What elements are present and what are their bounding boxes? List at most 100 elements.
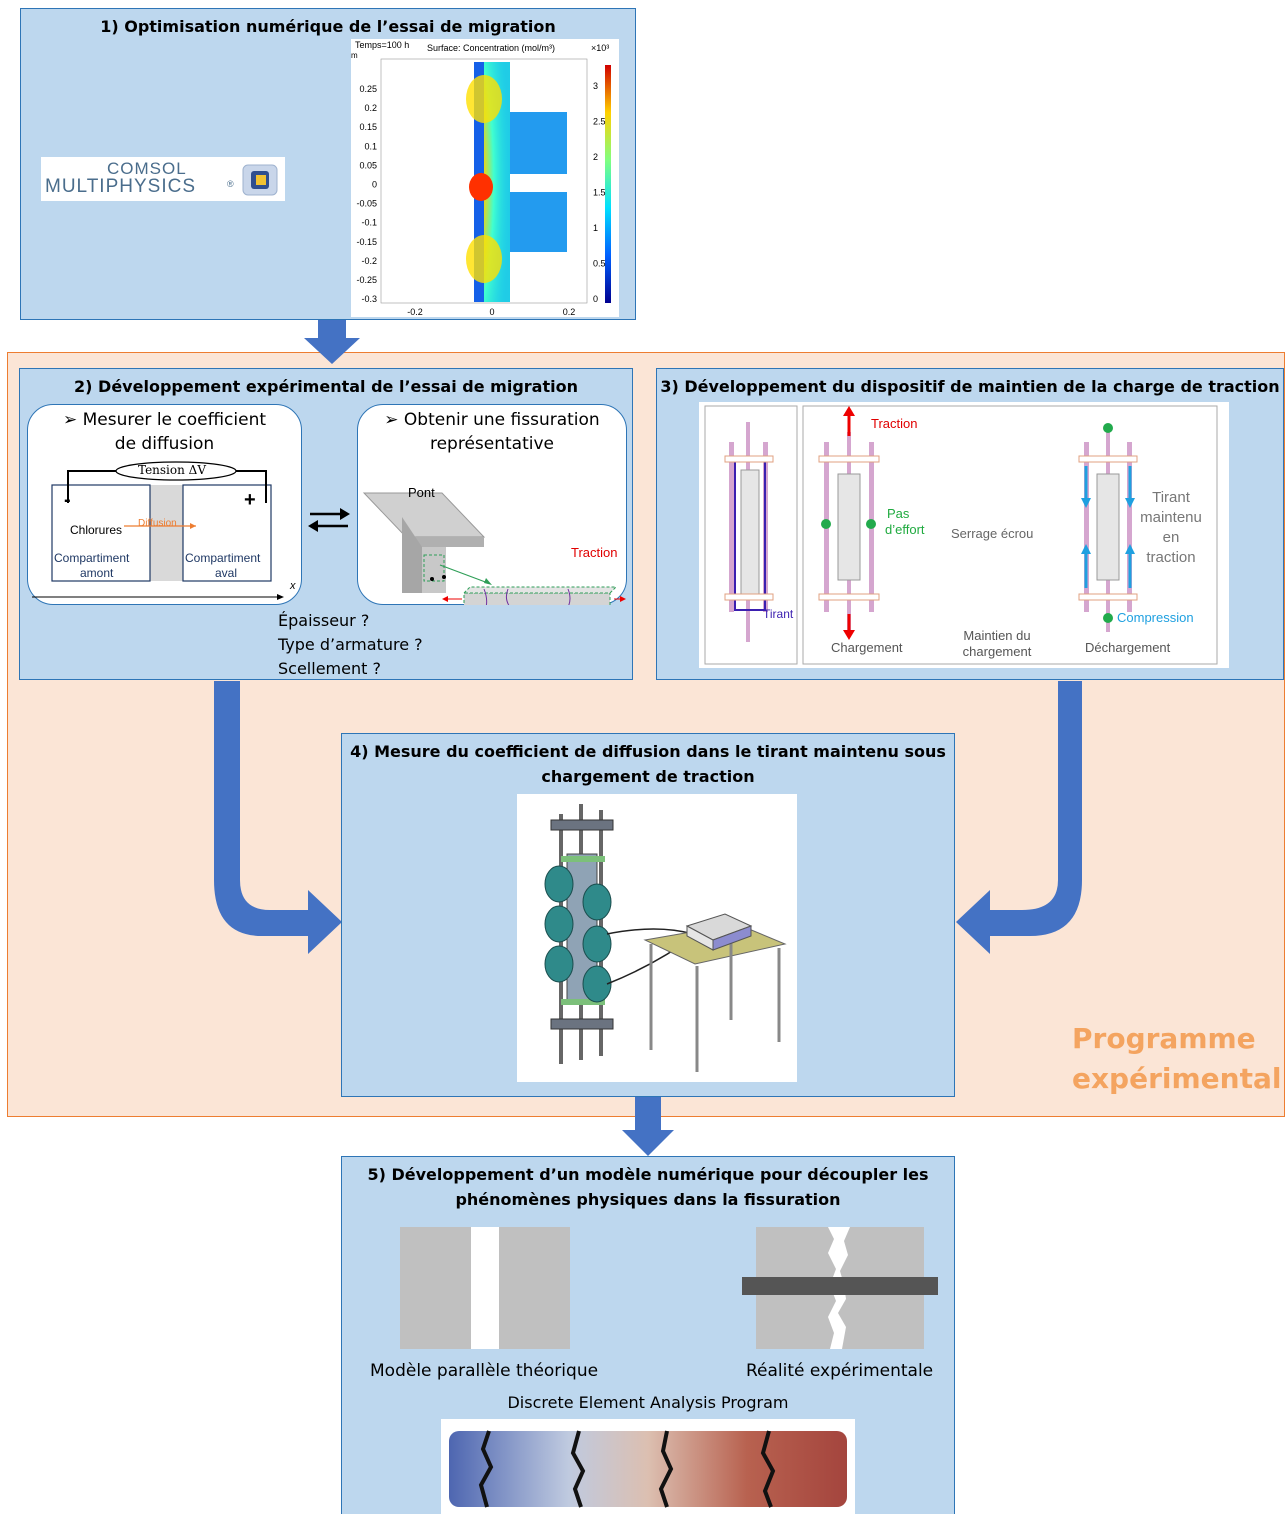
bubble-representative-cracking: ➢ Obtenir une fissuration représentative…: [357, 404, 627, 605]
x-tick-label: 0.2: [563, 307, 576, 317]
arrow-panel1-down: [304, 320, 360, 364]
plot-surface-label: Surface: Concentration (mol/m³): [427, 43, 555, 53]
y-tick-label: -0.05: [356, 199, 377, 209]
tirant-diagram: [724, 422, 774, 642]
colorbar-tick-label: 0: [593, 294, 598, 304]
compartiment-amont-1: Compartiment: [54, 551, 130, 565]
question-reinforcement: Type d’armature ?: [278, 635, 423, 654]
label-dea-program: Discrete Element Analysis Program: [507, 1393, 789, 1412]
bubble-diffusion-measure: ➢ Mesurer le coefficient de diffusion Te…: [27, 404, 302, 605]
exchange-arrows-icon: [308, 508, 350, 532]
colorbar-tick-label: 1.5: [593, 188, 606, 198]
panel-5-title-line-1: 5) Développement d’un modèle numérique p…: [367, 1165, 929, 1184]
panel-4-title-line-1: 4) Mesure du coefficient de diffusion da…: [350, 742, 946, 761]
dechargement-diagram: [1078, 423, 1138, 632]
arrow-panel4-down: [622, 1097, 674, 1156]
y-tick-labels: 0.250.20.150.10.050-0.05-0.1-0.15-0.2-0.…: [356, 84, 377, 304]
chlorures-label: Chlorures: [70, 523, 123, 537]
panel-3-load-holding-device: 3) Développement du dispositif de mainti…: [656, 368, 1284, 680]
pont-label: Pont: [408, 485, 435, 500]
bubble-left-line-1: ➢ Mesurer le coefficient: [62, 410, 267, 430]
axis-x-label: x: [290, 580, 296, 592]
x-tick-label: 0: [489, 307, 494, 317]
y-tick-label: 0.2: [364, 103, 377, 113]
tirant-label: Tirant: [763, 607, 794, 621]
colorbar-tick-label: 1: [593, 223, 598, 233]
tension-label: Tension ΔV: [138, 463, 206, 477]
panel-2-title: 2) Développement expérimental de l’essai…: [74, 377, 578, 396]
bubble-right-line-1: ➢ Obtenir une fissuration: [384, 410, 600, 430]
y-tick-label: 0.05: [359, 160, 377, 170]
colorbar-tick-labels: 3 2.5 2 1.5 1 0.5 0: [593, 81, 606, 304]
chargement-diagram: [818, 406, 880, 640]
y-tick-label: -0.1: [361, 218, 377, 228]
minus-sign: -: [64, 489, 71, 511]
tirant-maintenu-line-1: Tirant: [1152, 489, 1191, 506]
diffusion-label: Diffusion: [138, 518, 177, 529]
loading-schematic: Tirant Traction Pas d’effort Serrage écr…: [699, 402, 1229, 668]
plot-time-label: Temps=100 h: [355, 40, 409, 50]
panel-5-numerical-model: 5) Développement d’un modèle numérique p…: [341, 1156, 955, 1514]
comsol-logo: COMSOL MULTIPHYSICS ®: [41, 157, 285, 201]
y-tick-label: -0.25: [356, 275, 377, 285]
logo-line-1: COMSOL: [107, 159, 187, 178]
arrow-panel2-to-panel4: [214, 681, 342, 954]
compartiment-aval-2: aval: [215, 566, 238, 580]
tirant-maintenu-line-4: traction: [1146, 549, 1195, 566]
tirant-maintenu-line-3: en: [1163, 529, 1180, 546]
question-thickness: Épaisseur ?: [278, 611, 370, 630]
chargement-label: Chargement: [831, 640, 903, 655]
colorbar-tick-label: 3: [593, 81, 598, 91]
comsol-cube-icon: [242, 164, 278, 196]
arrow-panel3-to-panel4: [956, 681, 1082, 954]
y-tick-label: -0.2: [361, 256, 377, 266]
programme-label-line-1: Programme: [1072, 1022, 1256, 1055]
compartiment-aval-1: Compartiment: [185, 551, 261, 565]
y-tick-label: -0.15: [356, 237, 377, 247]
pas-effort-line-1: Pas: [887, 506, 910, 521]
migration-cell-schematic: [32, 461, 284, 600]
bubble-right-line-2: représentative: [429, 434, 555, 454]
compression-label: Compression: [1117, 610, 1194, 625]
panel-1-numerical-optimisation: 1) Optimisation numérique de l’essai de …: [20, 8, 636, 320]
panel-4-title-line-2: chargement de traction: [541, 767, 755, 786]
plot-unit-m: m: [351, 51, 358, 60]
test-rig-illustration: [517, 794, 797, 1082]
y-tick-label: -0.3: [361, 294, 377, 304]
plot-scale-label: ×10³: [591, 43, 609, 53]
colorbar-tick-label: 2.5: [593, 117, 606, 127]
panel-4-diffusion-measure: 4) Mesure du coefficient de diffusion da…: [341, 733, 955, 1097]
panel-2-experimental-development: 2) Développement expérimental de l’essai…: [19, 368, 633, 680]
traction-label-p2: Traction: [571, 545, 618, 560]
label-parallel-model: Modèle parallèle théorique: [370, 1361, 599, 1381]
specimen-field: [466, 62, 567, 302]
compartiment-amont-2: amont: [80, 566, 114, 580]
dea-simulation-image: [441, 1419, 855, 1514]
label-experimental-reality: Réalité expérimentale: [746, 1361, 934, 1381]
dechargement-label: Déchargement: [1085, 640, 1171, 655]
y-tick-label: 0: [372, 180, 377, 190]
plus-sign: +: [244, 489, 256, 511]
traction-label-p3: Traction: [871, 416, 917, 431]
x-tick-labels: -0.2 0 0.2: [407, 307, 575, 317]
colorbar: [605, 65, 611, 303]
logo-line-2: MULTIPHYSICS: [45, 176, 197, 197]
logo-registered: ®: [227, 179, 234, 189]
y-tick-label: 0.15: [359, 122, 377, 132]
plot-axes: [380, 58, 588, 304]
maintien-line-2: chargement: [963, 644, 1032, 659]
bridge-drawing: [362, 492, 626, 605]
programme-label-line-2: expérimental: [1072, 1062, 1282, 1095]
question-sealing: Scellement ?: [278, 659, 381, 678]
experimental-reality-figure: [742, 1227, 938, 1349]
maintien-line-1: Maintien du: [963, 628, 1030, 643]
panel-1-title: 1) Optimisation numérique de l’essai de …: [100, 17, 556, 36]
pas-effort-line-2: d’effort: [885, 522, 925, 537]
x-tick-label: -0.2: [407, 307, 423, 317]
colorbar-tick-label: 2: [593, 152, 598, 162]
colorbar-tick-label: 0.5: [593, 259, 606, 269]
y-tick-label: 0.25: [359, 84, 377, 94]
parallel-model-figure: [400, 1227, 570, 1349]
panel-5-title-line-2: phénomènes physiques dans la fissuration: [455, 1190, 841, 1209]
